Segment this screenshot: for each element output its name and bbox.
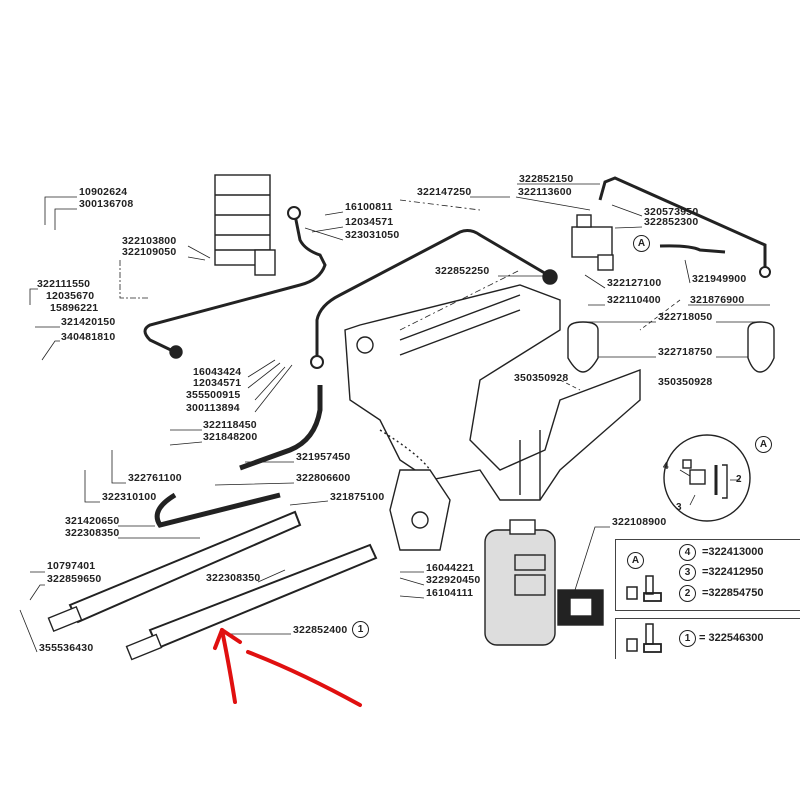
part-label: 321949900 [692,273,747,285]
detail-num-2: 2 [736,474,742,485]
kit-part: =322413000 [702,546,764,558]
part-label: 321875100 [330,491,385,503]
detail-num-4: 4 [663,461,669,472]
kit-num: 2 [679,585,696,602]
machine-frame [344,284,641,551]
accumulator-left [567,321,599,373]
part-label: 322308350 [65,527,120,539]
part-label: 355500915 [186,389,241,401]
kit-part: =322854750 [702,587,764,599]
kit-part: = 322546300 [699,632,764,644]
part-label: 350350928 [658,376,713,388]
part-label: 322852150 [519,173,574,185]
red-annotation-arrow [213,628,362,707]
part-label: 16044221 [426,562,475,574]
part-label: 322806600 [296,472,351,484]
solenoid-valve [571,214,614,271]
part-label: 323031050 [345,229,400,241]
cable-321949900 [659,244,726,254]
part-label: 322118450 [203,419,257,431]
part-label: 16100811 [345,201,393,213]
ram-lower [125,543,378,661]
part-label: 320573950 [644,206,699,218]
part-label: 12034571 [193,377,242,389]
accumulator-right [747,321,775,373]
hose-321420650 [154,492,281,528]
pipe-322852150 [598,176,767,270]
kit-part: =322412950 [702,566,764,578]
part-label: 10902624 [79,186,128,198]
part-label: 322108900 [612,516,667,528]
part-label: 322147250 [417,186,472,198]
kit-num: 3 [679,564,696,581]
part-label: 321957450 [296,451,351,463]
part-label: 15896221 [50,302,99,314]
part-label: 322103800 [122,235,177,247]
part-label: 322109050 [122,246,177,258]
kit-box-a: A 4 =322413000 3 =322412950 2 =322854750 [615,539,800,611]
part-label: 16043424 [193,366,242,378]
callout-1: 1 [352,621,369,638]
part-label: 355536430 [39,642,94,654]
detail-num-3: 3 [676,502,682,513]
part-label: 300113894 [186,402,240,414]
kit-parts-icon [626,575,662,602]
part-label: 322761100 [128,472,182,484]
pipe-323031050 [143,214,327,354]
part-label: 322113600 [518,186,572,198]
part-label: 12034571 [345,216,394,228]
part-label: 322127100 [607,277,662,289]
callout-a: A [633,235,650,252]
hose-321957450 [239,385,323,471]
ram-upper [47,510,302,633]
part-label: 322718750 [658,346,713,358]
control-unit-322108900 [484,519,604,646]
kit-num: 1 [679,630,696,647]
part-label: 322852300 [644,216,699,228]
part-label: 322308350 [206,572,261,584]
kit-num: 4 [679,544,696,561]
part-label: 321876900 [690,294,745,306]
part-label: 340481810 [61,331,116,343]
part-label: 10797401 [47,560,96,572]
valve-block [214,174,276,276]
part-label: 322859650 [47,573,102,585]
part-label: 322852250 [435,265,490,277]
kit-box-1: 1 = 322546300 [615,618,800,659]
part-label: 322718050 [658,311,713,323]
part-label: 321420150 [61,316,116,328]
part-label: 322310100 [102,491,157,503]
detail-a-label: A [755,436,772,453]
part-label: 300136708 [79,198,134,210]
part-label: 12035670 [46,290,95,302]
pipe-322852250 [315,229,549,360]
part-label: 322920450 [426,574,481,586]
part-label: 322852400 [293,624,348,636]
part-label: 321420650 [65,515,120,527]
part-label: 321848200 [203,431,258,443]
kit-parts-icon [626,623,662,653]
part-label: 322111550 [37,278,91,290]
detail-a-circle [663,434,751,522]
part-label: 322110400 [607,294,661,306]
part-label: 350350928 [514,372,569,384]
part-label: 16104111 [426,587,474,599]
kit-ref-a: A [627,552,644,569]
